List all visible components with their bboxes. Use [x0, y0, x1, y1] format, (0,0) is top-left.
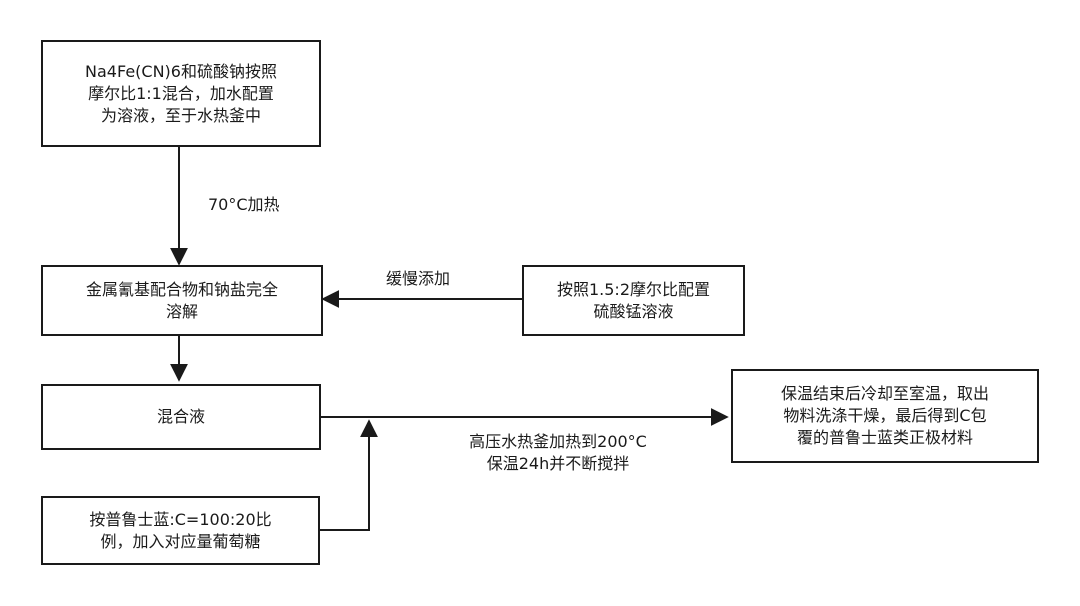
- node-result-line-1: 保温结束后冷却至室温，取出: [780, 384, 989, 403]
- node-step3-line-1: 混合液: [156, 407, 205, 426]
- node-glucose: 按普鲁士蓝:C=100:20比 例，加入对应量葡萄糖: [41, 496, 320, 565]
- node-step1-line-3: 为溶液，至于水热釜中: [100, 105, 261, 125]
- node-glucose-line-1: 按普鲁士蓝:C=100:20比: [89, 509, 272, 529]
- node-result-line-2: 物料洗涤干燥，最后得到C包: [783, 406, 987, 425]
- arrow-glucose-to-main: [320, 419, 378, 531]
- edge-label-hydrothermal: 高压水热釜加热到200°C 保温24h并不断搅拌: [433, 431, 683, 475]
- node-step3: 混合液: [41, 384, 321, 450]
- node-mn-solution: 按照1.5:2摩尔比配置 硫酸锰溶液: [522, 265, 745, 336]
- node-step1-line-1: Na4Fe(CN)6和硫酸钠按照: [85, 61, 277, 81]
- node-result-line-3: 覆的普鲁士蓝类正极材料: [796, 428, 973, 447]
- node-mn-solution-line-2: 硫酸锰溶液: [593, 301, 674, 321]
- node-step1-line-2: 摩尔比1:1混合，加水配置: [88, 83, 274, 103]
- node-step2-line-2: 溶解: [165, 301, 198, 321]
- edge-label-slow-add: 缓慢添加: [386, 269, 451, 288]
- node-step1: Na4Fe(CN)6和硫酸钠按照 摩尔比1:1混合，加水配置 为溶液，至于水热釜…: [41, 40, 321, 147]
- edge-label-heat-70: 70°C加热: [208, 195, 280, 214]
- edge-label-hydrothermal-line-2: 保温24h并不断搅拌: [486, 454, 630, 473]
- node-step2-line-1: 金属氰基配合物和钠盐完全: [85, 279, 278, 299]
- node-result: 保温结束后冷却至室温，取出 物料洗涤干燥，最后得到C包 覆的普鲁士蓝类正极材料: [731, 369, 1039, 463]
- node-glucose-line-2: 例，加入对应量葡萄糖: [100, 531, 261, 551]
- edge-label-hydrothermal-line-1: 高压水热釜加热到200°C: [469, 432, 647, 451]
- node-step2: 金属氰基配合物和钠盐完全 溶解: [41, 265, 323, 336]
- node-mn-solution-line-1: 按照1.5:2摩尔比配置: [556, 279, 711, 299]
